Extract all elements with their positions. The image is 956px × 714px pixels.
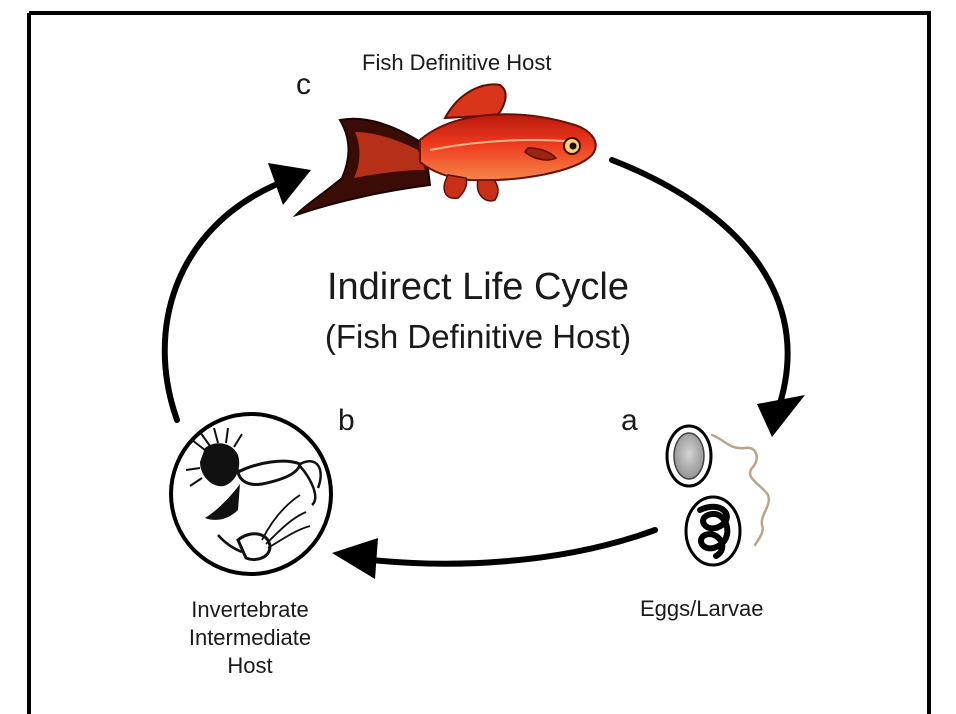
stage-letter-c: c xyxy=(296,68,311,101)
eggs-larvae-illustration xyxy=(665,424,771,567)
invertebrate-label-line-3: Host xyxy=(227,653,273,678)
fish-anal-fin xyxy=(476,179,499,202)
fish-pelvic-fin xyxy=(443,174,468,199)
larva-free xyxy=(710,433,771,547)
copepod-body xyxy=(200,443,240,487)
fish-lateral-line xyxy=(429,139,579,151)
shrimp-antenna xyxy=(299,460,322,506)
diagram-title: Indirect Life Cycle xyxy=(326,266,629,308)
arrow-eggs-to-invertebrate xyxy=(369,527,658,567)
fish-pectoral-fin xyxy=(523,147,558,161)
insect-tail xyxy=(217,534,243,554)
diagram-subtitle: (Fish Definitive Host) xyxy=(324,318,632,355)
insect-setae xyxy=(261,494,311,549)
arrowhead-invertebrate-to-fish xyxy=(268,163,311,205)
fish-pupil xyxy=(569,142,577,150)
stage-letter-a: a xyxy=(621,404,638,437)
eggs-larvae-label: Eggs/Larvae xyxy=(640,596,764,621)
invertebrate-host-label: Invertebrate Intermediate Host xyxy=(160,596,340,680)
stage-letter-b: b xyxy=(338,404,355,437)
arrow-fish-to-eggs xyxy=(609,157,791,421)
invertebrate-label-line-2: Intermediate xyxy=(188,625,312,650)
fish-host-label: Fish Definitive Host xyxy=(362,50,552,75)
frame xyxy=(27,11,931,714)
arrowhead-fish-to-eggs xyxy=(757,395,805,437)
larva-coil xyxy=(697,503,731,559)
arrowhead-eggs-to-invertebrate xyxy=(332,538,378,579)
fish-illustration xyxy=(292,83,597,218)
invertebrate-label-line-1: Invertebrate xyxy=(191,597,309,622)
invertebrate-illustration xyxy=(169,412,333,576)
shrimp-body xyxy=(236,459,302,486)
shrimp-tail xyxy=(205,484,240,520)
fish-tail-highlight xyxy=(354,132,425,178)
arrow-invertebrate-to-fish xyxy=(161,182,278,423)
fish-dorsal-fin xyxy=(443,83,507,120)
egg-top-contents xyxy=(673,432,705,480)
